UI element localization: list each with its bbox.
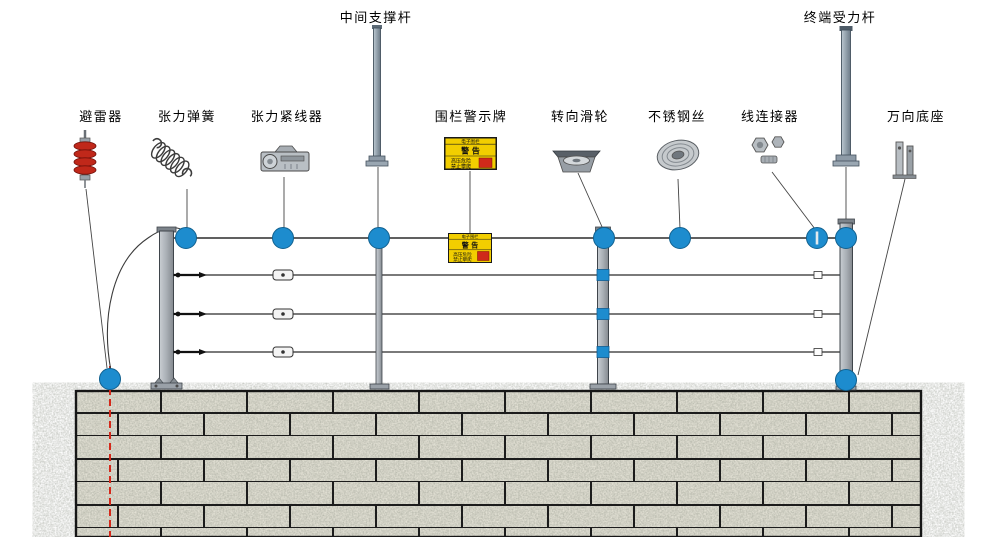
insulator-disc <box>835 227 857 249</box>
spring-pin <box>173 272 207 278</box>
arrester-ball <box>99 368 121 390</box>
turnbuckle <box>272 308 294 320</box>
wire-clamp <box>813 271 823 279</box>
sign-red-block <box>478 157 493 168</box>
label-arrester: 避雷器 <box>79 110 123 125</box>
post-shaft <box>597 230 609 385</box>
leader-base <box>857 178 906 376</box>
insulator-disc <box>593 227 615 249</box>
insulator-band <box>596 308 610 320</box>
sign-line2: 禁止攀爬 <box>453 256 472 263</box>
pole-shaft <box>841 29 851 157</box>
post-base-plate <box>589 383 617 390</box>
label-spring: 张力弹簧 <box>157 110 217 125</box>
post-shaft <box>159 230 174 385</box>
post-base-plate <box>150 382 183 390</box>
wire-tensioner-icon <box>260 145 310 172</box>
brick-wall <box>74 389 923 537</box>
fence-warning-sign: 电子围栏 警 告 高压危险 禁止攀爬 <box>448 233 492 263</box>
leader-lines <box>85 167 906 376</box>
leader-pulley <box>577 172 604 230</box>
middle-support-fence-pole <box>369 246 390 390</box>
universal-base-icon <box>892 141 917 179</box>
pole-shaft <box>373 27 381 159</box>
left-tension-post <box>150 226 183 390</box>
insulator-band <box>596 346 610 358</box>
pole-cap <box>372 25 382 29</box>
spring-pin <box>173 349 207 355</box>
label-terminal-pole: 终端受力杆 <box>803 11 877 26</box>
arrester-drop-wire <box>106 227 187 372</box>
sign-line2: 禁止攀爬 <box>451 163 471 170</box>
corner-post <box>589 226 617 390</box>
label-tensioner: 张力紧线器 <box>250 110 324 125</box>
wire-clamps <box>813 271 823 356</box>
wire-clamp <box>813 348 823 356</box>
sign-header: 电子围栏 <box>461 138 480 145</box>
sign-title: 警 告 <box>460 146 480 156</box>
sign-title: 警 告 <box>462 241 478 250</box>
stainless-wire-spool-icon <box>656 139 700 171</box>
sign-red-block <box>477 251 490 261</box>
insulator-band <box>596 269 610 281</box>
insulator-disc <box>175 227 197 249</box>
connector-slot <box>815 231 819 245</box>
corner-pulley-icon <box>552 150 601 173</box>
wire-clamp <box>813 310 823 318</box>
wire-turnbuckles <box>272 269 294 358</box>
insulator-disc <box>272 227 294 249</box>
insulator-disc <box>368 227 390 249</box>
sign-line1: 高压危险 <box>453 251 472 258</box>
label-middle-support-pole: 中间支撑杆 <box>339 11 413 26</box>
leader-arrester <box>85 188 108 369</box>
pole-cap <box>839 26 853 31</box>
post-shaft <box>375 246 383 387</box>
leader-connector <box>771 171 816 230</box>
post-base-plate <box>369 383 390 390</box>
lightning-arrester-icon <box>73 130 97 188</box>
terminal-pole-image <box>832 26 860 167</box>
warning-sign-icon: 电子围栏 警 告 高压危险 禁止攀爬 <box>444 137 497 170</box>
universal-base-ball <box>835 369 857 391</box>
fence-wires <box>167 237 853 353</box>
bolt <box>175 384 179 388</box>
label-pulley: 转向滑轮 <box>550 110 610 125</box>
turnbuckle <box>272 269 294 281</box>
label-warning-sign: 围栏警示牌 <box>434 110 508 125</box>
sign-header: 电子围栏 <box>462 233 479 240</box>
bolt <box>154 384 158 388</box>
wire-connector-icon <box>751 136 785 164</box>
label-connector: 线连接器 <box>740 110 800 125</box>
wall-border <box>74 389 923 537</box>
turnbuckle <box>272 346 294 358</box>
pole-base-plate <box>365 160 389 167</box>
insulator-discs <box>175 227 857 249</box>
label-universal-base: 万向底座 <box>886 110 946 125</box>
insulator-disc <box>669 227 691 249</box>
tension-spring-pins <box>173 272 207 355</box>
spring-pin <box>173 311 207 317</box>
middle-support-pole-image <box>365 25 389 167</box>
tension-spring-icon <box>150 137 193 178</box>
wall-brick-joints <box>75 390 922 537</box>
pole-base-plate <box>832 160 860 167</box>
label-stainless-wire: 不锈钢丝 <box>647 110 707 125</box>
leader-spool <box>677 178 681 230</box>
sign-line1: 高压危险 <box>451 158 471 165</box>
